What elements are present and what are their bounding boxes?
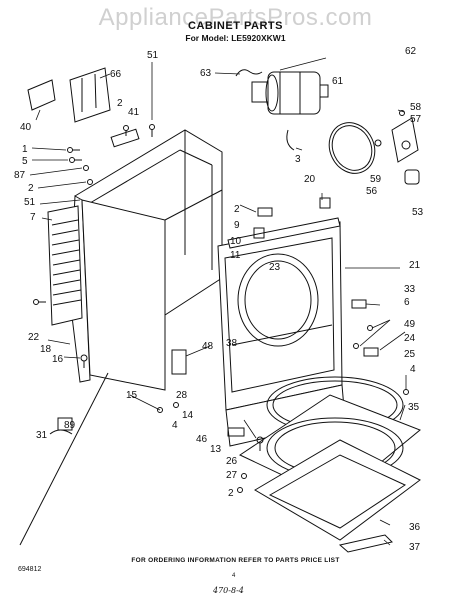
callout-5: 5 — [22, 156, 28, 167]
callout-89: 89 — [64, 420, 76, 431]
door-switch — [27, 79, 56, 111]
callout-38: 38 — [226, 338, 238, 349]
page-number: 4 — [232, 573, 236, 579]
diagram-title: CABINET PARTS — [188, 20, 283, 32]
callout-40: 40 — [20, 122, 32, 133]
model-subtitle: For Model: LE5920XKW1 — [185, 33, 286, 43]
callout-35: 35 — [408, 402, 420, 413]
callout-13: 13 — [210, 444, 222, 455]
idler-bracket — [391, 117, 419, 163]
callout-28: 28 — [176, 390, 188, 401]
callout-49: 49 — [404, 319, 416, 330]
callout-4-left: 4 — [172, 420, 178, 431]
callout-18: 18 — [40, 344, 52, 355]
bracket-9 — [257, 207, 273, 217]
top-bracket — [227, 217, 341, 249]
leader-lines — [29, 57, 407, 546]
callout-53: 53 — [412, 207, 424, 218]
callout-9: 9 — [234, 220, 240, 231]
callout-25: 25 — [404, 349, 416, 360]
callout-36: 36 — [409, 522, 421, 533]
callout-11: 11 — [230, 250, 241, 261]
clip-20 — [319, 197, 331, 209]
callout-4-right: 4 — [410, 364, 416, 375]
callout-87: 87 — [14, 170, 26, 181]
callout-7: 7 — [30, 212, 36, 223]
callout-2-a: 2 — [117, 98, 123, 109]
callout-10: 10 — [230, 236, 242, 247]
callout-16: 16 — [52, 354, 64, 365]
base-tray — [238, 394, 421, 541]
callout-27: 27 — [226, 470, 238, 481]
callout-41: 41 — [128, 107, 140, 118]
callout-46: 46 — [196, 434, 208, 445]
bracket-26 — [227, 427, 245, 437]
switch-48 — [171, 349, 187, 375]
callout-24: 24 — [404, 333, 416, 344]
callout-labels: 51 62 63 66 61 2 41 40 1 5 87 2 51 7 58 … — [14, 46, 424, 553]
side-vent-panel — [47, 205, 83, 326]
callout-22: 22 — [28, 332, 40, 343]
handwritten-note: 470-8-4 — [213, 586, 244, 595]
callout-20: 20 — [304, 174, 316, 185]
callout-15: 15 — [126, 390, 138, 401]
ground-wire — [286, 129, 295, 151]
callout-51-top: 51 — [147, 50, 159, 61]
callout-31: 31 — [36, 430, 48, 441]
watermark: AppliancePartsPros.com — [98, 4, 373, 31]
callout-61: 61 — [332, 76, 344, 87]
callout-6: 6 — [404, 297, 410, 308]
callout-26: 26 — [226, 456, 238, 467]
drive-motor — [251, 71, 329, 115]
idler-pulley — [404, 169, 420, 185]
callout-56: 56 — [366, 186, 378, 197]
callout-62: 62 — [405, 46, 417, 57]
terminal-block — [69, 67, 111, 123]
slot-cover — [338, 534, 393, 553]
callout-51-left: 51 — [24, 197, 36, 208]
clip-24 — [363, 347, 379, 357]
callout-23: 23 — [269, 262, 281, 273]
latch-bracket — [110, 128, 140, 148]
callout-21: 21 — [409, 260, 421, 271]
callout-33: 33 — [404, 284, 416, 295]
callout-2-c: 2 — [234, 204, 240, 215]
callout-2-d: 2 — [228, 488, 234, 499]
wire-31 — [49, 429, 73, 435]
divider-line — [19, 372, 109, 546]
drive-belt — [328, 122, 376, 174]
callout-57: 57 — [410, 114, 422, 125]
callout-66: 66 — [110, 69, 122, 80]
callout-37: 37 — [409, 542, 421, 553]
callout-58: 58 — [410, 102, 422, 113]
clip-89 — [57, 417, 73, 431]
callout-14: 14 — [182, 410, 194, 421]
callout-3: 3 — [295, 154, 301, 165]
callout-59: 59 — [370, 174, 382, 185]
diagram-code: 694812 — [18, 566, 42, 573]
ordering-footer: FOR ORDERING INFORMATION REFER TO PARTS … — [131, 557, 340, 564]
hinge-33 — [351, 299, 367, 309]
callout-2-b: 2 — [28, 183, 34, 194]
screws — [33, 110, 409, 493]
clip-10 — [253, 227, 265, 239]
cabinet-body — [69, 129, 223, 391]
callout-48: 48 — [202, 341, 214, 352]
callout-63: 63 — [200, 68, 212, 79]
motor-wire — [235, 69, 263, 77]
callout-1: 1 — [22, 144, 28, 155]
